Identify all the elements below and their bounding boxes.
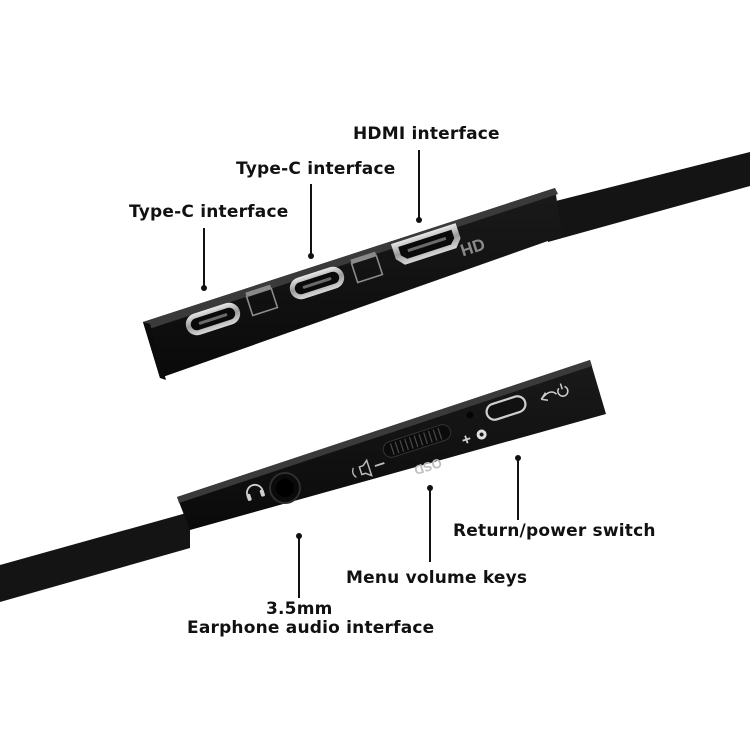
earphone-leader xyxy=(298,536,300,598)
menu-volume-leader xyxy=(429,488,431,562)
typec-symbol-1-icon xyxy=(245,284,279,317)
hdmi-port xyxy=(390,223,461,265)
typec-port-2 xyxy=(289,266,345,300)
typec-2-leader-dot xyxy=(308,253,314,259)
earphone-leader-dot xyxy=(296,533,302,539)
typec-symbol-2-icon xyxy=(350,251,384,284)
typec-port-1 xyxy=(185,302,241,336)
menu-volume-label: Menu volume keys xyxy=(346,568,528,588)
typec-1-label: Type-C interface xyxy=(129,202,289,222)
return-power-leader-dot xyxy=(515,455,521,461)
return-power-leader xyxy=(517,458,519,520)
bottom-device-panel xyxy=(0,512,190,602)
return-power-label: Return/power switch xyxy=(453,521,656,541)
hdmi-leader xyxy=(418,150,420,220)
volume-minus-icon xyxy=(352,458,385,478)
menu-volume-leader-dot xyxy=(427,485,433,491)
power-button xyxy=(485,395,527,421)
bottom-device: OSD xyxy=(0,360,606,602)
typec-1-leader xyxy=(203,228,205,288)
earphone-label-line2: Earphone audio interface xyxy=(187,618,435,638)
volume-plus-settings-icon xyxy=(462,429,487,444)
indicator-led xyxy=(466,411,474,419)
typec-2-label: Type-C interface xyxy=(236,159,396,179)
hdmi-leader-dot xyxy=(416,217,422,223)
headphone-icon xyxy=(246,484,265,501)
top-device-panel xyxy=(540,152,750,242)
earphone-label-line1: 3.5mm xyxy=(266,599,333,619)
typec-2-leader xyxy=(310,184,312,256)
return-power-icon xyxy=(540,383,569,401)
earphone-jack xyxy=(269,472,301,504)
top-device: HD xyxy=(143,152,750,380)
typec-1-leader-dot xyxy=(201,285,207,291)
menu-volume-rocker xyxy=(382,424,452,458)
hdmi-label: HDMI interface xyxy=(353,124,500,144)
